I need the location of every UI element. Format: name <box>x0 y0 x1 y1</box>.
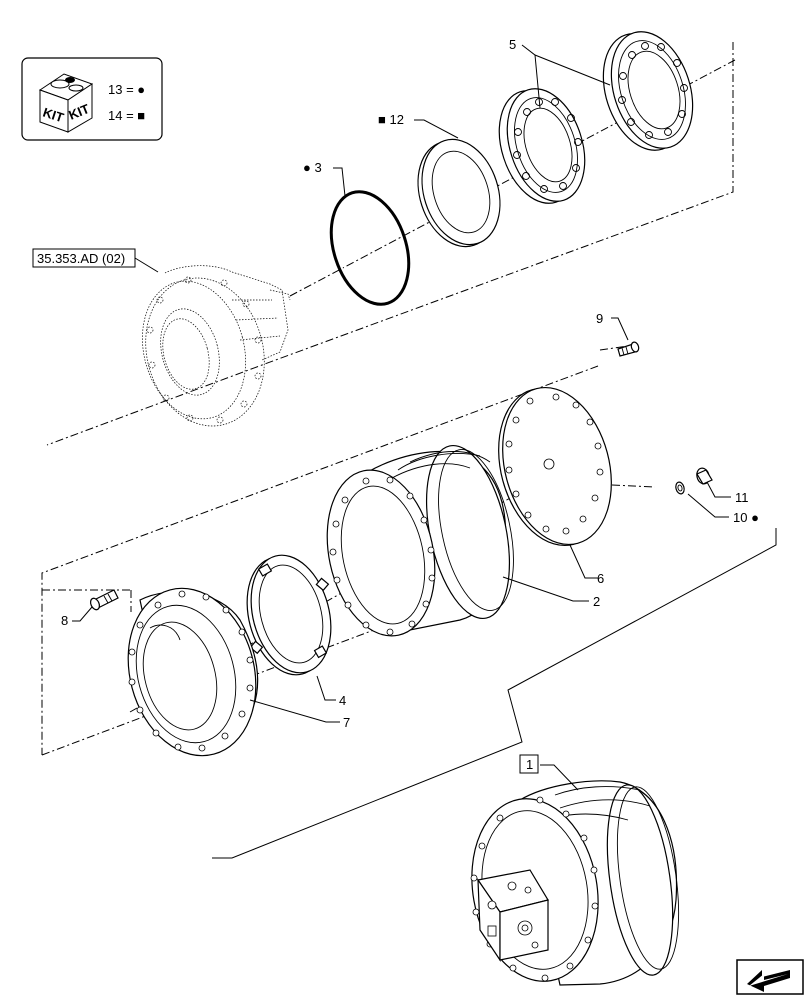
part-6-cover-disc <box>498 386 612 547</box>
part-3-o-ring <box>329 190 411 306</box>
part-5-bearing-front <box>498 88 586 204</box>
callout-3: ● 3 <box>303 160 322 175</box>
callout-8: 8 <box>61 613 68 628</box>
flange-bolt-holes <box>128 590 254 752</box>
part-7-flange <box>127 587 259 757</box>
reference-label-box[interactable]: 35.353.AD (02) <box>32 248 136 268</box>
part-8-bolt <box>89 589 119 611</box>
part-2-drum <box>326 444 514 637</box>
callout-1: 1 <box>526 757 533 772</box>
callout-11: 11 <box>735 490 749 505</box>
kit-box-icon: KIT KIT <box>38 73 94 133</box>
kit-word-left: KIT <box>41 105 66 126</box>
reference-label: 35.353.AD (02) <box>37 251 125 266</box>
housing-reference-part <box>142 265 291 427</box>
callout-12: ■ 12 <box>378 112 404 127</box>
leader-lines <box>72 44 777 859</box>
callout-5: 5 <box>509 37 516 52</box>
drum-bolt-holes <box>329 476 436 636</box>
part-9-screw <box>617 341 640 357</box>
callout-2: 2 <box>593 594 600 609</box>
callout-labels: 5 ■ 12 ● 3 35.353.AD (02) 9 11 10 ● 6 2 … <box>32 37 759 774</box>
callout-6: 6 <box>597 571 604 586</box>
callout-1-box[interactable]: 1 <box>519 754 539 774</box>
kit-word-right: KIT <box>67 101 92 123</box>
bearing-rollers-rear <box>618 42 688 139</box>
part-1-final-drive-assembly <box>470 780 679 986</box>
part-11-plug <box>696 467 713 485</box>
kit-legend-row-14: 14 = ■ <box>108 108 145 123</box>
part-12-shim-ring <box>417 138 501 248</box>
part-10-seal-ring <box>675 481 685 495</box>
motor-valve-block <box>476 869 549 962</box>
housing-bolt-holes <box>146 276 262 424</box>
bearing-rollers <box>513 98 582 193</box>
callout-10: 10 ● <box>733 510 759 525</box>
arrow-nav-icon[interactable] <box>736 959 804 995</box>
cover-bolt-holes <box>505 393 604 535</box>
callout-9: 9 <box>596 311 603 326</box>
kit-legend: KIT KIT 13 = ● 14 = ■ <box>21 57 163 141</box>
part-4-lock-nut-ring <box>246 554 332 676</box>
callout-4: 4 <box>339 693 346 708</box>
callout-7: 7 <box>343 715 350 730</box>
part-5-bearing-rear <box>602 31 694 151</box>
kit-legend-row-13: 13 = ● <box>108 82 145 97</box>
